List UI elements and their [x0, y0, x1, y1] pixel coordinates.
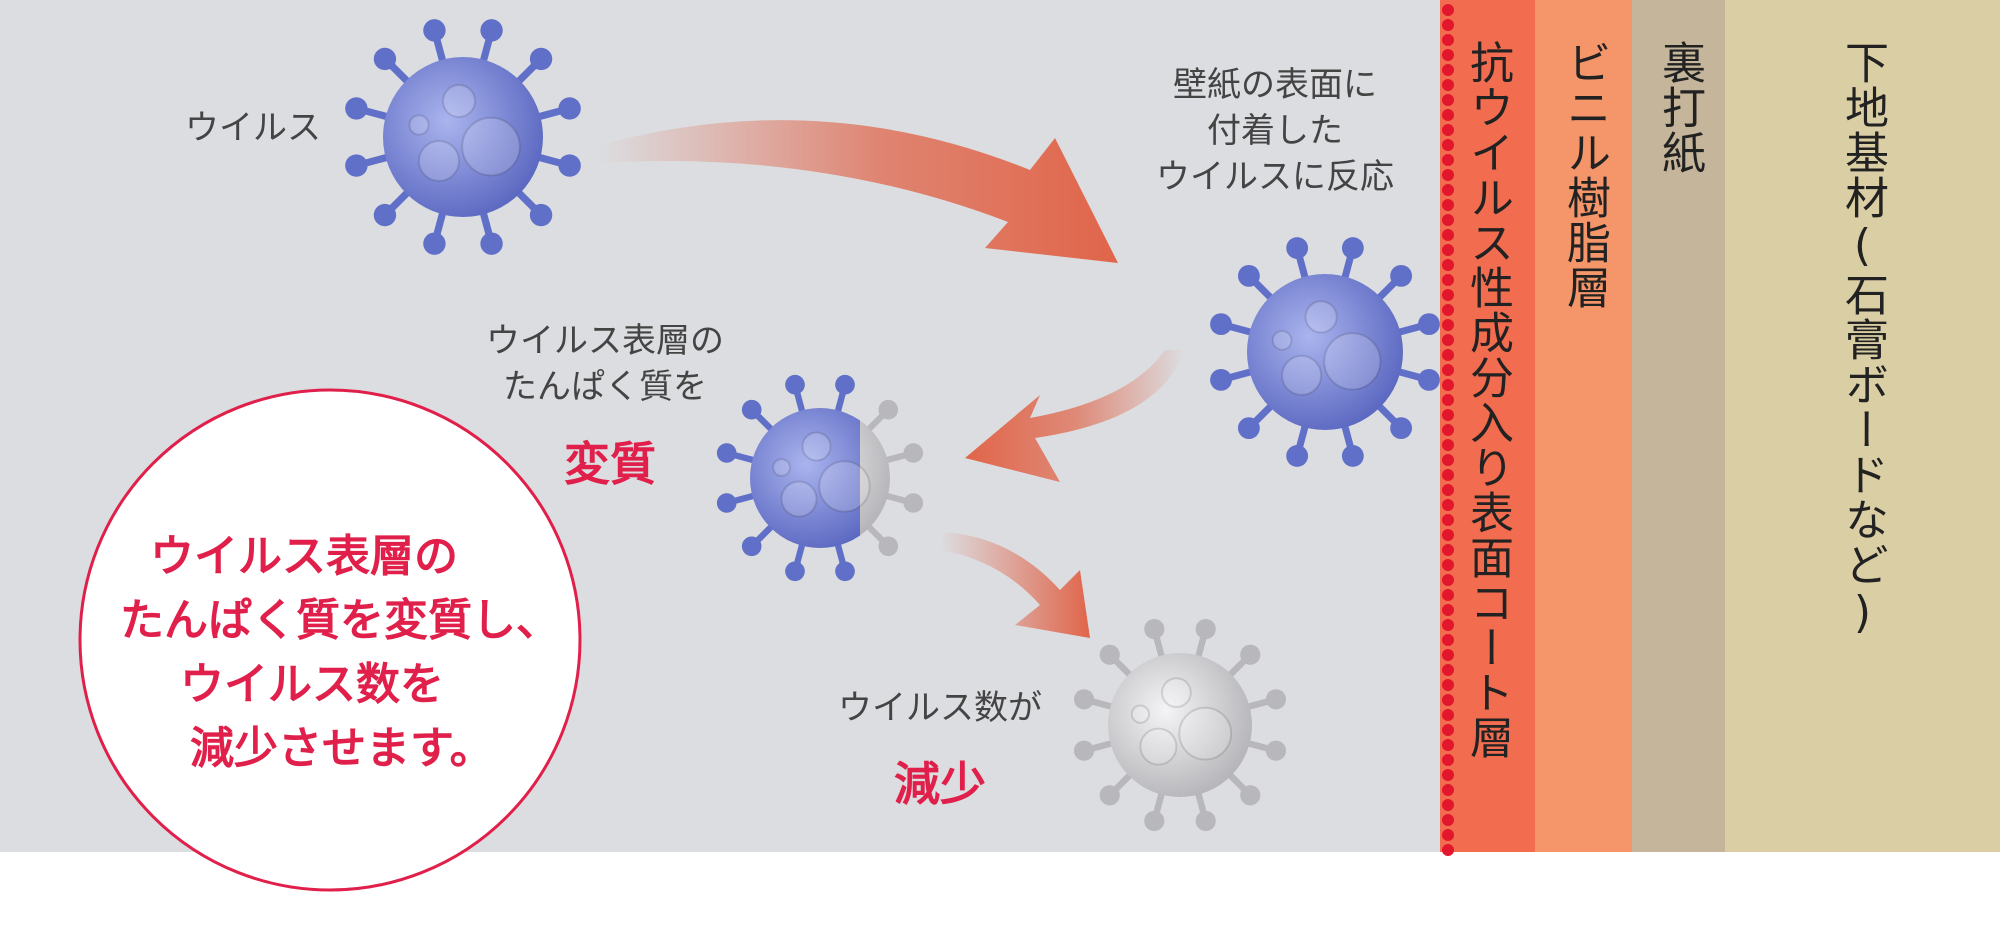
summary-circle: [78, 388, 582, 892]
layer-base: [1725, 0, 2000, 852]
curved-arrow-icon: [965, 350, 1185, 482]
virus-icon: [345, 19, 581, 255]
protein-label-line1: ウイルス表層の: [486, 321, 724, 361]
react-label-line3: ウイルスに反応: [1156, 157, 1394, 197]
curved-arrow-icon: [940, 532, 1090, 638]
reduced-virus-icon: [1073, 618, 1287, 832]
layer-vinyl: [1535, 0, 1632, 852]
react-label: 壁紙の表面に 付着した ウイルスに反応: [1140, 62, 1410, 200]
summary-line1: ウイルス表層の: [150, 531, 458, 582]
denatured-virus-icon: [716, 374, 924, 582]
curved-arrow-icon: [600, 120, 1118, 263]
denature-label: 変質: [564, 437, 656, 491]
summary-line4: 減少させます。: [190, 723, 494, 774]
summary-text: ウイルス表層の たんぱく質を変質し、 ウイルス数を 減少させます。: [110, 525, 590, 781]
virus-icon: [1210, 237, 1440, 467]
layer-backing-paper: [1632, 0, 1725, 852]
react-label-line2: 付着した: [1207, 111, 1343, 151]
layer-backing-paper-label: 裏打紙: [1654, 40, 1705, 175]
layer-vinyl-label: ビニル樹脂層: [1559, 40, 1610, 310]
layer-coat: [1440, 0, 1535, 852]
react-label-line1: 壁紙の表面に: [1173, 65, 1377, 105]
reduce-label: 減少: [894, 757, 986, 811]
virus-label: ウイルス: [185, 108, 321, 148]
summary-line3: ウイルス数を: [180, 659, 444, 710]
summary-line2: たんぱく質を変質し、: [120, 595, 560, 646]
protein-label-line2: たんぱく質を: [503, 367, 707, 407]
count-label: ウイルス数が: [838, 688, 1042, 728]
layer-coat-label: 抗ウイルス性成分入り表面コート層: [1462, 40, 1513, 760]
protein-label: ウイルス表層の たんぱく質を: [480, 318, 730, 410]
layer-base-label: 下地基材(石膏ボードなど): [1837, 40, 1888, 639]
coat-dots: [1442, 4, 1454, 856]
